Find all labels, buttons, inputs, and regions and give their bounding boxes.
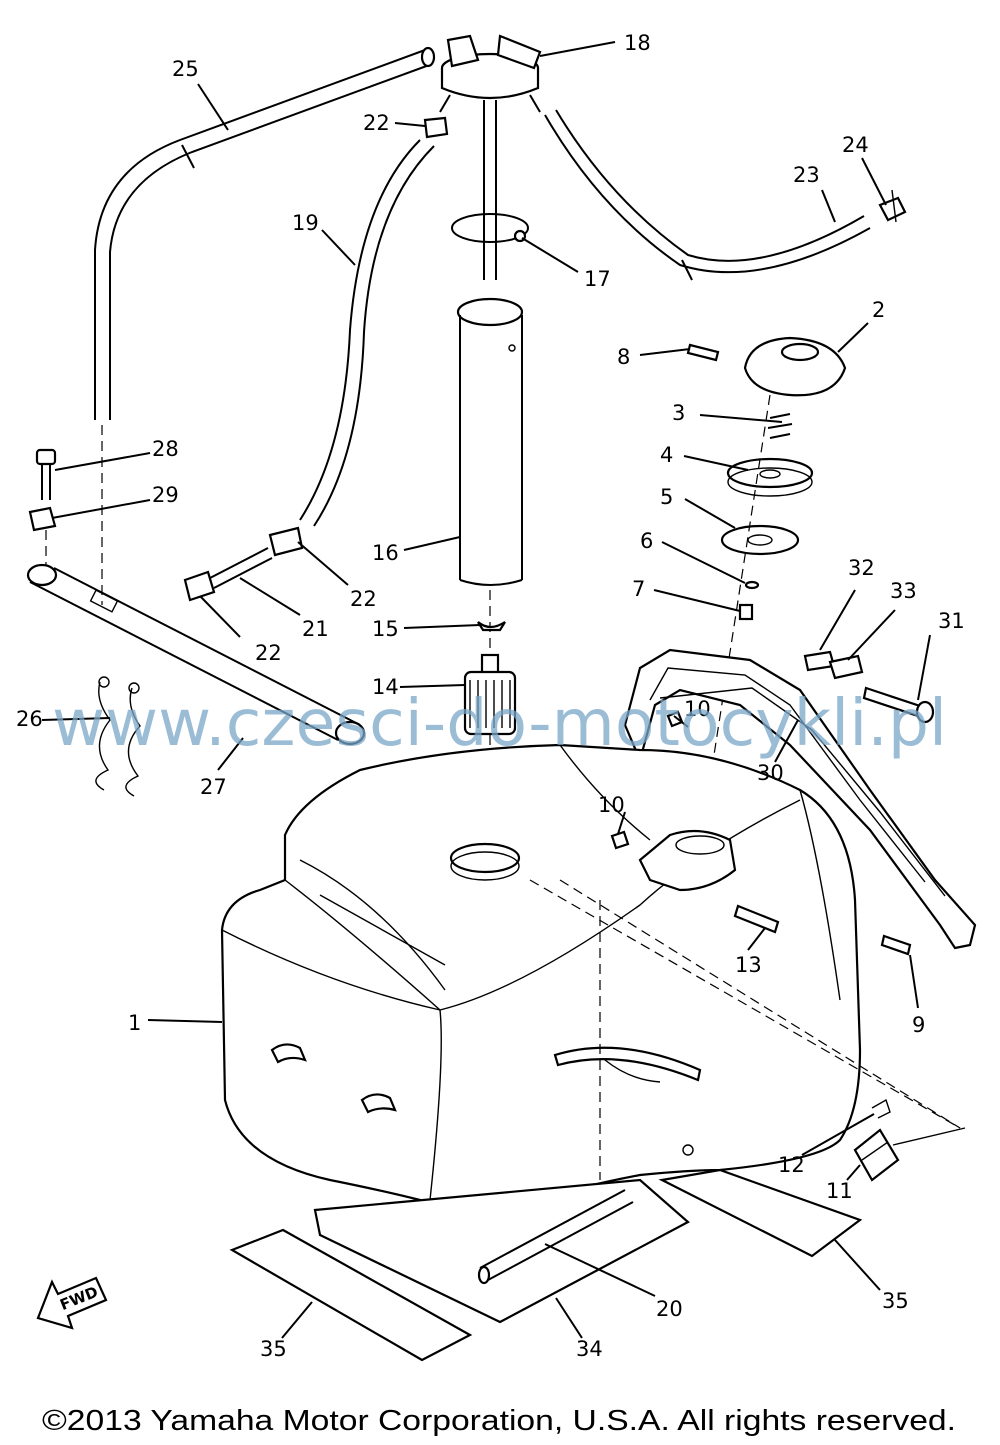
callout-1: 1 [128,1011,141,1035]
callout-31: 31 [938,609,965,633]
copyright-notice: ©2013 Yamaha Motor Corporation, U.S.A. A… [42,1405,956,1437]
callout-11: 11 [826,1179,853,1203]
callout-15: 15 [372,617,399,641]
callout-22-top: 22 [363,111,390,135]
callout-27: 27 [200,775,227,799]
hose-joint-21 [183,526,304,602]
fwd-arrow-icon: FWD [36,1276,108,1330]
filter-14 [463,653,517,736]
callout-labels: 1 2 3 4 5 6 7 8 9 10 10 11 12 13 14 15 1… [16,31,965,1361]
callout-10-upper: 10 [684,697,711,721]
callout-10-lower: 10 [598,793,625,817]
spring-3 [767,413,793,439]
clip-26 [95,676,141,797]
callout-13: 13 [735,953,762,977]
collar-33 [828,654,864,680]
callout-32: 32 [848,556,875,580]
callout-4: 4 [660,443,673,467]
callout-35-left: 35 [260,1337,287,1361]
callout-17: 17 [584,267,611,291]
callout-5: 5 [660,485,673,509]
callout-6: 6 [640,529,653,553]
bolt-31 [862,686,935,724]
callout-3: 3 [672,401,685,425]
tank-neck [449,842,521,881]
fuel-tank-1 [220,743,862,1224]
callout-7: 7 [632,577,645,601]
callout-21: 21 [302,617,329,641]
nut-7 [738,603,754,621]
clip-12 [871,1098,891,1119]
bolt-9 [880,934,912,956]
hose-20 [477,1189,634,1285]
callout-23: 23 [793,163,820,187]
callout-26: 26 [16,707,43,731]
callout-12: 12 [778,1153,805,1177]
pipe-16 [456,297,524,586]
callout-28: 28 [152,437,179,461]
callout-2: 2 [872,298,885,322]
callout-9: 9 [912,1013,925,1037]
washer-29 [28,506,57,532]
gasket-5 [720,524,800,556]
bracket-30 [623,648,977,950]
callout-33: 33 [890,579,917,603]
clamp-22-top [423,116,449,139]
leader-lines [41,41,931,1339]
hose-25 [94,46,436,420]
pin-8 [686,343,720,362]
bolt-10-lower [610,830,630,850]
o-ring-17 [451,213,529,243]
fuel-cock-18 [439,34,542,280]
callout-29: 29 [152,483,179,507]
callout-16: 16 [372,541,399,565]
pad-35-left [229,1228,473,1362]
callout-30: 30 [757,761,784,785]
washer-6 [744,580,760,590]
callout-20: 20 [656,1297,683,1321]
clip-24 [878,189,907,223]
cap-base [638,829,737,892]
pad-34 [313,1178,690,1324]
hose-23 [544,109,871,281]
callout-18: 18 [624,31,651,55]
callout-34: 34 [576,1337,603,1361]
callout-8: 8 [617,345,630,369]
damper-11 [853,1128,900,1182]
callout-24: 24 [842,133,869,157]
callout-22-lower: 22 [255,641,282,665]
callout-35-right: 35 [882,1289,909,1313]
bolt-13 [733,904,780,934]
clip-15 [477,621,506,632]
cap-2 [743,336,847,397]
pad-35-right [658,1168,863,1258]
callout-14: 14 [372,675,399,699]
hose-19 [299,139,435,527]
watermark: www.czesci-do-motocykli.pl [52,687,947,761]
callout-19: 19 [292,211,319,235]
bolt-28 [35,448,57,500]
plate-4 [726,457,814,497]
tube-27 [26,563,366,746]
callout-25: 25 [172,57,199,81]
callout-22-mid: 22 [350,587,377,611]
